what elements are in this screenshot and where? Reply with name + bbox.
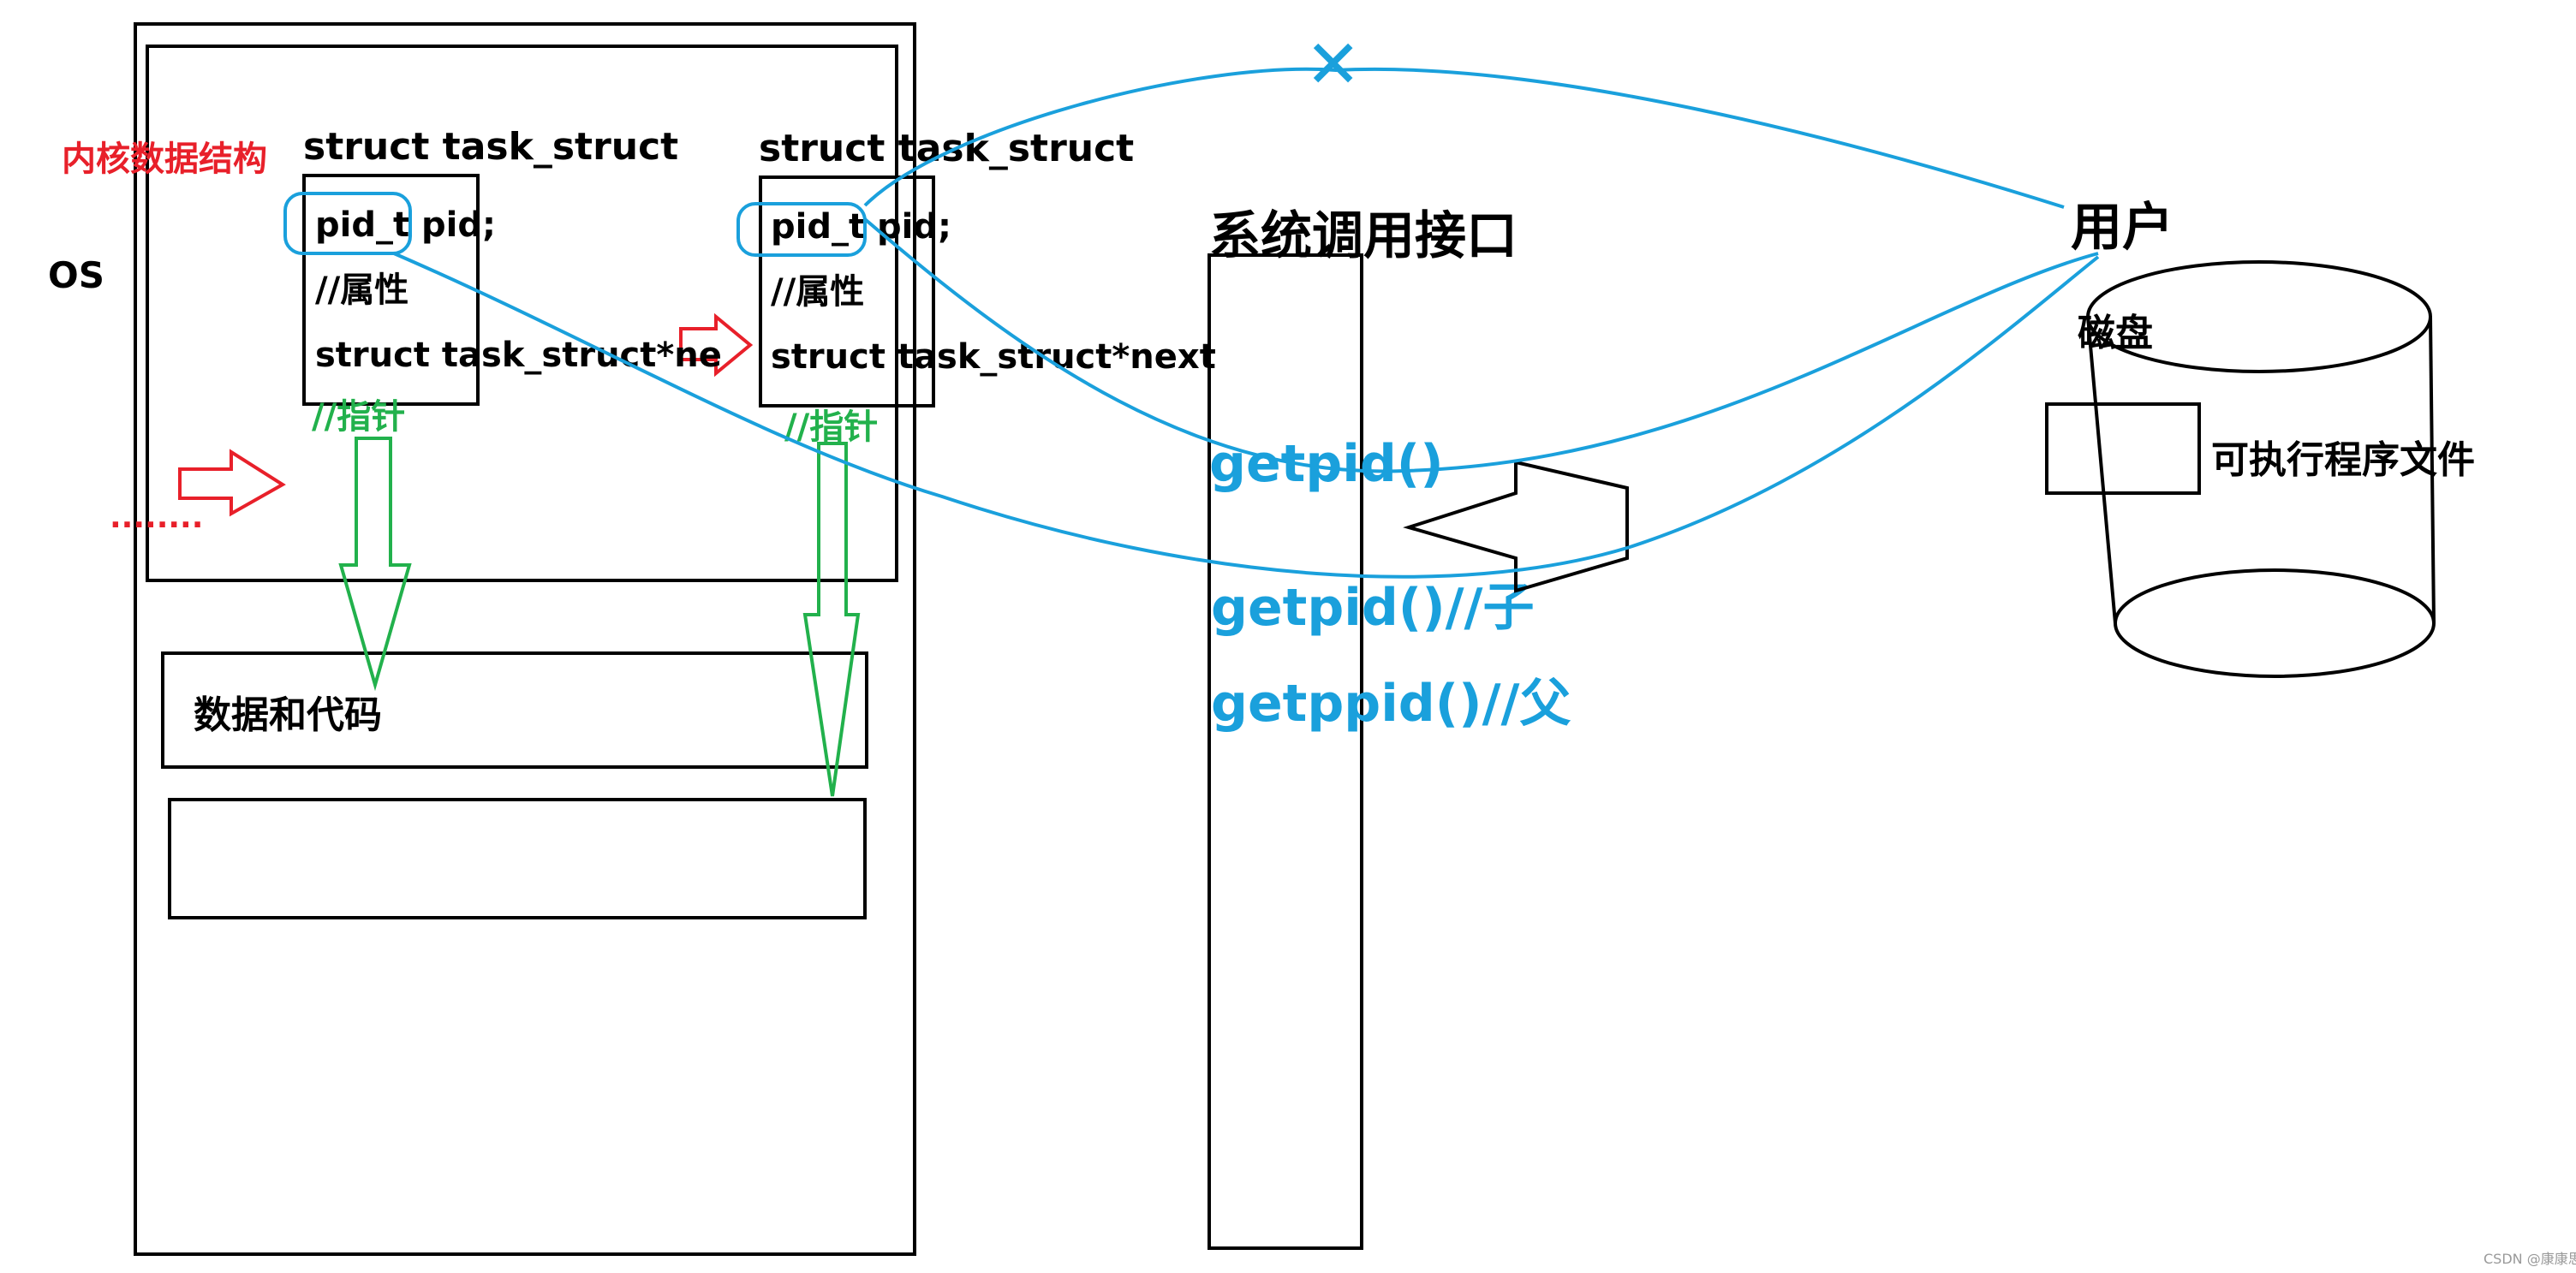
csdn-watermark: CSDN @康康思 [2484, 1251, 2576, 1267]
disk-icon [2086, 260, 2436, 678]
call-getppid-parent: getppid()//父 [1211, 674, 1571, 734]
empty-region-box [168, 798, 867, 919]
struct1-pid-line: pid_t pid; [315, 205, 496, 245]
executable-file-label: 可执行程序文件 [2211, 438, 2475, 482]
blue-curve-getpid-to-user [863, 217, 2099, 473]
data-code-label: 数据和代码 [194, 693, 382, 737]
struct1-next-line: struct task_struct*ne [315, 336, 722, 375]
struct1-pointer-label: //指针 [312, 397, 405, 437]
call-getpid: getpid() [1209, 434, 1444, 494]
call-getpid-child: getpid()//子 [1211, 578, 1534, 638]
struct1-title: struct task_struct [303, 125, 678, 169]
struct2-title: struct task_struct [759, 127, 1134, 170]
struct2-attr-line: //属性 [771, 272, 864, 312]
green-arrow-1 [338, 437, 412, 692]
red-arrow-middle [679, 312, 754, 378]
syscall-interface-bar [1208, 253, 1363, 1250]
struct2-box [759, 175, 935, 407]
kernel-data-structure-label: 内核数据结构 [62, 140, 267, 179]
blocked-cross-mark: ✕ [1305, 27, 1361, 104]
disk-label: 磁盘 [2078, 312, 2153, 355]
struct1-attr-line: //属性 [315, 271, 408, 310]
os-label: OS [48, 254, 104, 296]
struct2-next-line: struct task_struct*next [771, 337, 1216, 377]
kernel-region-box [146, 45, 898, 582]
struct2-pid-highlight [736, 202, 867, 257]
ellipsis-dots: ........ [110, 500, 203, 535]
data-code-box [161, 651, 868, 769]
blue-curve-top [863, 67, 2065, 209]
struct2-pointer-label: //指针 [784, 407, 878, 447]
executable-file-box [2045, 402, 2201, 495]
hollow-arrow-left [1403, 460, 1629, 593]
struct1-pid-highlight [283, 192, 412, 255]
user-label: 用户 [2071, 198, 2174, 258]
blue-curve-struct1-to-user [393, 252, 2100, 579]
struct2-pid-line: pid_t pid; [771, 207, 951, 247]
memory-outer-box [134, 22, 916, 1256]
red-arrow-left [178, 449, 286, 517]
green-arrow-2 [802, 442, 861, 797]
